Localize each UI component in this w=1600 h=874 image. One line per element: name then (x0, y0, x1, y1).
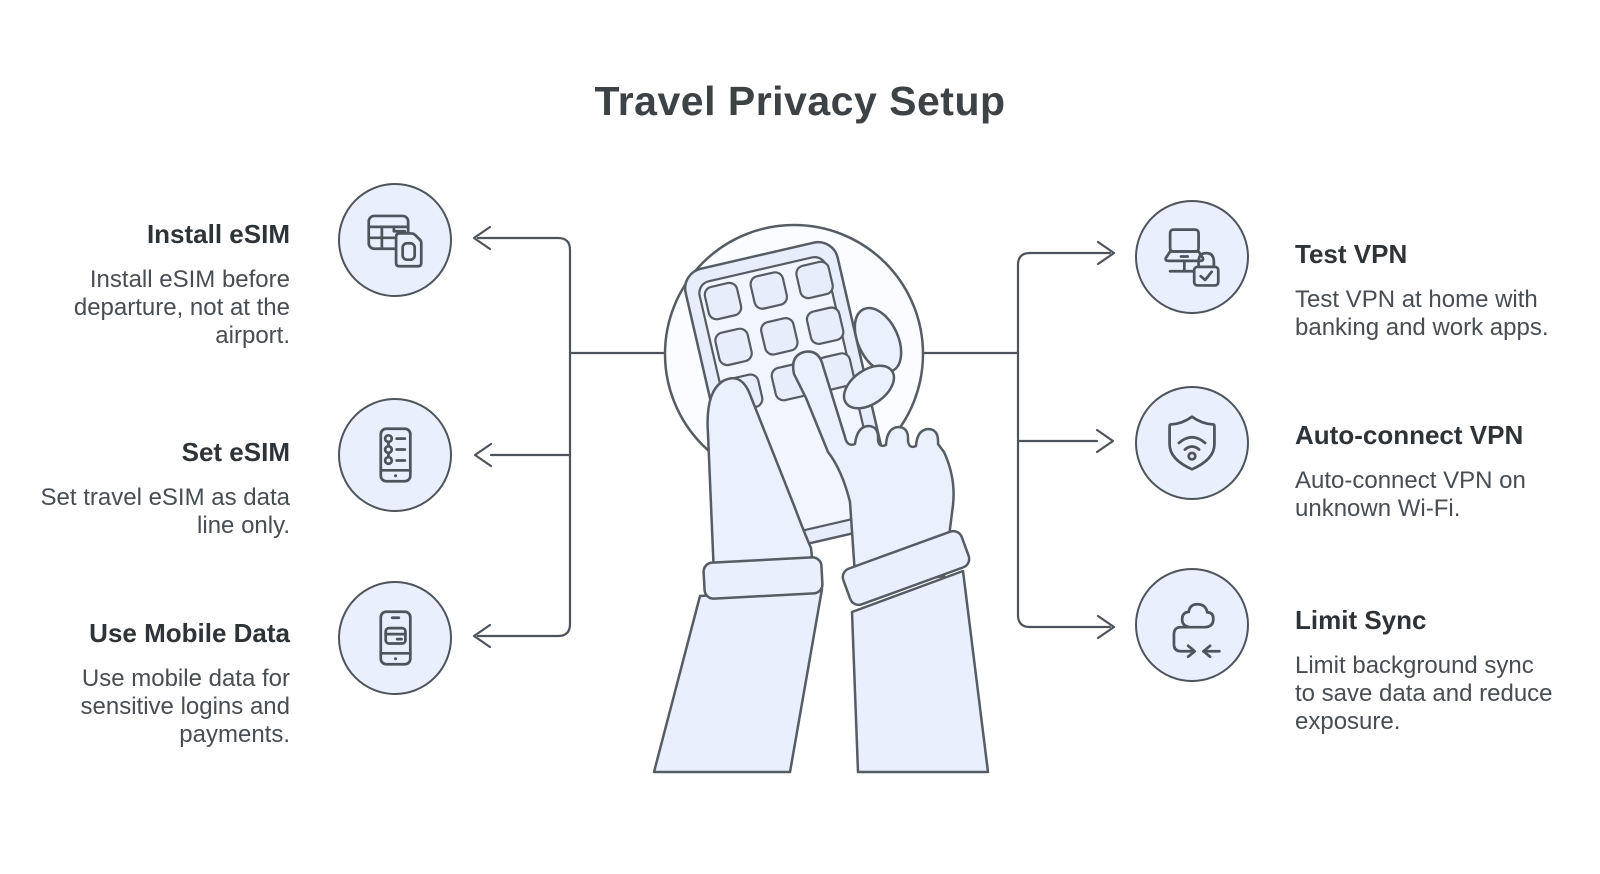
right-cuff (841, 529, 971, 607)
step-heading: Set eSIM (181, 437, 290, 467)
step-limit-sync: Limit Sync Limit background sync to save… (1295, 605, 1595, 736)
vpn-shield-icon (1135, 386, 1249, 500)
step-heading: Install eSIM (146, 219, 290, 249)
step-heading: Auto-connect VPN (1295, 420, 1524, 450)
step-description: Install eSIM before departure, not at th… (73, 266, 290, 349)
step-use-mobile-data: Use Mobile Data Use mobile data for sens… (20, 618, 290, 749)
left-trunk-line (476, 236, 572, 638)
step-description: Test VPN at home with banking and work a… (1295, 286, 1549, 341)
left-cuff (702, 556, 824, 600)
right-top-arrow-icon (1096, 240, 1116, 266)
step-description: Use mobile data for sensitive logins and… (80, 665, 290, 748)
page-title: Travel Privacy Setup (594, 78, 1006, 124)
left-top-arrow-icon (472, 225, 492, 251)
right-bottom-arrow-icon (1096, 614, 1116, 640)
step-set-esim: Set eSIM Set travel eSIM as data line on… (20, 437, 290, 540)
step-description: Limit background sync to save data and r… (1295, 652, 1553, 735)
left-bottom-arrow-icon (472, 623, 492, 649)
left-sleeve (652, 587, 824, 774)
mobile-data-icon (338, 581, 452, 695)
right-thumb (842, 364, 896, 410)
vpn-test-icon (1135, 200, 1249, 314)
step-description: Set travel eSIM as data line only. (40, 484, 290, 539)
step-auto-connect-vpn: Auto-connect VPN Auto-connect VPN on unk… (1295, 420, 1595, 523)
step-heading: Test VPN (1295, 239, 1408, 269)
right-middle-arrow-icon (1095, 428, 1115, 454)
right-sleeve (850, 569, 990, 774)
step-heading: Limit Sync (1295, 605, 1427, 635)
right-hand (791, 350, 955, 592)
connector-lines (472, 225, 1116, 649)
esim-settings-icon (338, 398, 452, 512)
cloud-sync-icon (1135, 568, 1249, 682)
step-install-esim: Install eSIM Install eSIM before departu… (20, 219, 290, 350)
esim-install-icon (338, 183, 452, 297)
step-description: Auto-connect VPN on unknown Wi-Fi. (1295, 467, 1526, 522)
left-middle-arrow-icon (473, 442, 493, 468)
hands-holding-phone-illustration (652, 223, 990, 774)
left-hand (706, 377, 816, 578)
step-test-vpn: Test VPN Test VPN at home with banking a… (1295, 239, 1595, 342)
step-heading: Use Mobile Data (89, 618, 290, 648)
